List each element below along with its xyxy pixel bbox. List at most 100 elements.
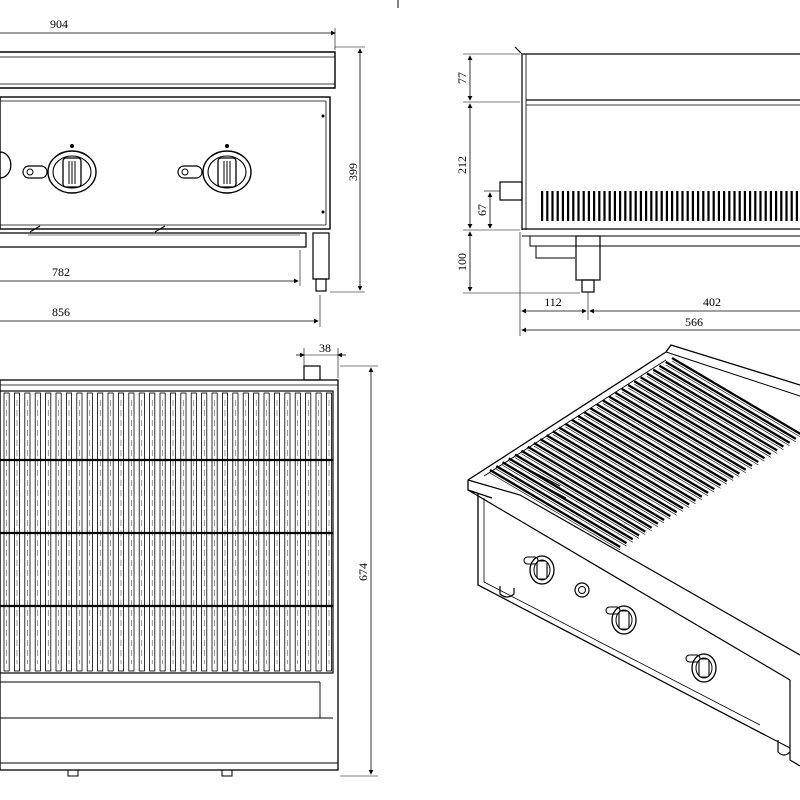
grate-rod: [514, 453, 646, 533]
grate-rod-edge: [552, 434, 684, 512]
burner-knob-icon: [22, 144, 97, 194]
vent-slot: [650, 191, 653, 221]
grate-rod-edge: [621, 391, 753, 470]
dimension-grate-depth: 674: [340, 365, 378, 777]
grate-rod-edge: [496, 468, 627, 547]
grate-rod: [621, 387, 753, 467]
vent-slot: [660, 191, 663, 221]
grate-rod-edge: [508, 461, 640, 539]
grate-rod-edge: [602, 403, 734, 481]
grate-rod-edge: [577, 418, 709, 497]
vent-slot: [577, 191, 580, 221]
vent-slot: [551, 191, 554, 221]
vent-slot: [613, 191, 616, 221]
dimension-leg-height: 100: [455, 231, 580, 294]
vent-slot: [567, 191, 570, 221]
vent-slot: [665, 191, 668, 221]
vent-slot: [759, 191, 762, 221]
grate-rod-edge: [665, 364, 797, 443]
isometric-grate: [489, 357, 800, 551]
grate-rod: [558, 426, 690, 506]
dim-label-782: 782: [52, 265, 70, 279]
dimension-body-height: 212: [455, 103, 473, 229]
grate-rod: [614, 391, 747, 471]
vent-slot: [702, 191, 705, 221]
grate-cross-bars: [0, 458, 333, 608]
vent-slot: [769, 191, 772, 221]
vent-slot: [546, 191, 549, 221]
grate-rod: [489, 469, 621, 548]
vent-slot: [629, 191, 632, 221]
vent-slot: [723, 191, 726, 221]
vent-slot: [639, 191, 642, 221]
grate-rod-edge: [590, 410, 721, 489]
dim-label-38: 38: [319, 341, 331, 355]
dim-label-566: 566: [685, 315, 703, 329]
side-view: [499, 46, 800, 320]
dimension-backsplash-height: 77: [455, 53, 520, 103]
burner-knob-icon: [0, 151, 12, 179]
grate-rod-edge: [527, 449, 659, 528]
vent-slot: [619, 191, 622, 221]
burner-knob-icon: [685, 653, 717, 683]
grate-rod: [502, 461, 634, 541]
dimension-width-inner: 782: [0, 250, 301, 286]
grate-rod-edge: [659, 368, 790, 446]
grate-rod: [508, 457, 640, 537]
vent-slot: [738, 191, 741, 221]
grate-rod: [583, 411, 715, 491]
dim-label-856: 856: [52, 305, 70, 319]
grate-rod: [571, 418, 703, 498]
grate-rod: [627, 384, 759, 463]
vent-slot: [775, 191, 778, 221]
vent-slot: [728, 191, 731, 221]
vent-slot: [655, 191, 658, 221]
grate-rod: [633, 380, 766, 460]
grate-rod: [520, 449, 653, 529]
grate-rod: [589, 407, 722, 487]
dim-label-399: 399: [346, 163, 360, 181]
vent-slot: [754, 191, 757, 221]
grate-rod-edge: [514, 457, 646, 535]
grate-rod: [658, 364, 791, 444]
front-view: [0, 51, 336, 292]
vent-slot: [624, 191, 627, 221]
dimension-depth-front: 112: [519, 232, 587, 336]
grate-rod-edge: [583, 414, 715, 493]
vent-slot: [645, 191, 648, 221]
grate-rod: [552, 430, 684, 510]
grate-rod-edge: [634, 383, 765, 462]
burner-knob-icon: [177, 144, 252, 194]
vent-slot: [717, 191, 720, 221]
grate-rod-edge: [640, 380, 771, 458]
grate-rod-edge: [533, 445, 665, 524]
vent-slot: [541, 191, 544, 221]
vent-slot: [707, 191, 710, 221]
grate-rod: [671, 357, 800, 436]
vent-slot: [572, 191, 575, 221]
grate-rod: [527, 445, 659, 525]
dimension-height-overall: 399: [330, 46, 365, 293]
vent-slot: [671, 191, 674, 221]
dim-label-100: 100: [455, 253, 469, 271]
dim-label-112: 112: [544, 295, 562, 309]
grate-rod: [533, 442, 665, 521]
grate-rod-edge: [540, 441, 671, 520]
vent-slot: [795, 191, 798, 221]
grate-rod-edge: [546, 437, 677, 516]
vent-slot: [764, 191, 767, 221]
vent-slot: [686, 191, 689, 221]
grate-rod-edge: [565, 426, 696, 504]
vent-slot: [780, 191, 783, 221]
vent-slot: [743, 191, 746, 221]
grate-rod: [652, 368, 784, 448]
vent-slot: [733, 191, 736, 221]
grate-rod-edge: [627, 387, 759, 466]
grate-rod-edge: [596, 407, 728, 485]
dim-label-67: 67: [475, 204, 489, 216]
grate-rod-edge: [615, 395, 746, 474]
grate-rod-edge: [609, 399, 740, 477]
ignition-button-icon: [574, 582, 590, 598]
grate-rod: [665, 360, 797, 440]
